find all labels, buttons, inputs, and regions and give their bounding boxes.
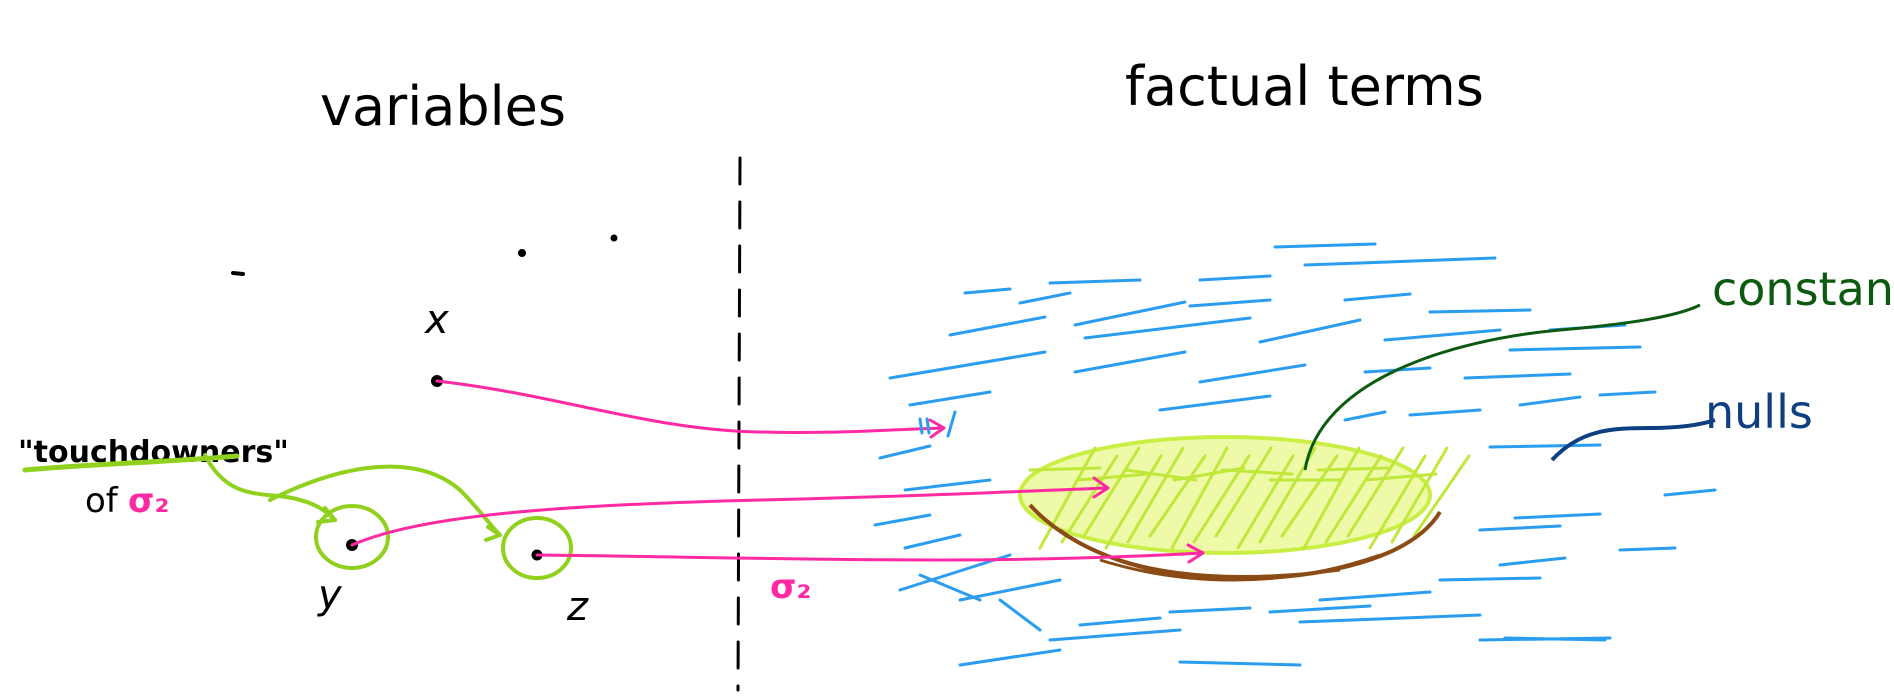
label-z: z [566,584,589,630]
legend-nulls: nulls [1705,385,1813,439]
variable-y: y [314,504,390,618]
stray-dots [231,234,618,276]
touchdown-circle-z [501,516,573,580]
arrow-z [535,551,1205,562]
constants-region [1018,435,1471,582]
arrow-y [350,486,1110,547]
touchdowners-label: "touchdowners" of σ₂ [18,435,289,521]
sigma-divider [736,156,742,692]
x-target-marks [918,410,957,438]
mapping-arrows [350,379,1205,564]
nulls-leader-line [1550,418,1716,462]
label-x: x [423,297,449,343]
variable-z: z [501,516,589,630]
touchdowners-text: "touchdowners" [18,435,289,470]
title-factual-terms: factual terms [1125,55,1484,118]
label-y: y [317,572,343,618]
divider-sigma-label: σ₂ [770,567,811,607]
touchdown-arrows [203,453,502,542]
variable-x: x [423,297,449,387]
of-text: of [85,481,119,521]
constants-leader-line [1303,303,1701,471]
arrow-x [435,379,945,435]
legend-constants: constants [1712,262,1894,316]
touchdowners-sigma: σ₂ [128,481,169,521]
touchdown-circle-y [314,504,390,570]
touchdowners-underline [22,453,240,473]
title-variables: variables [320,75,566,138]
